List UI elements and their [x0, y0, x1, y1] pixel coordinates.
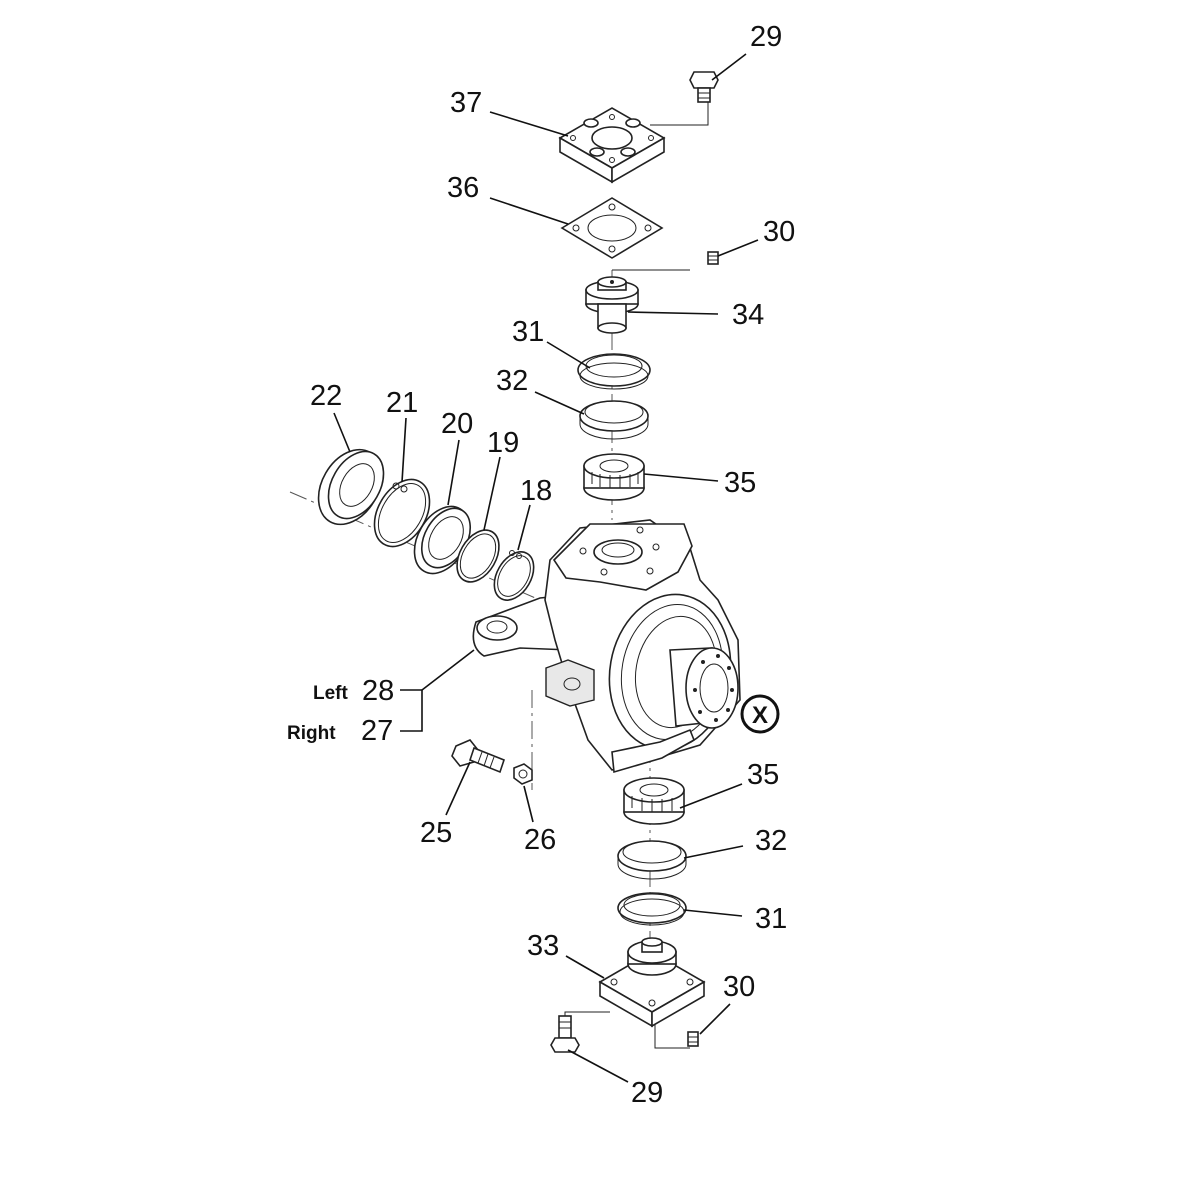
shim-36 — [560, 197, 664, 259]
callout-18: 18 — [520, 475, 552, 507]
callout-31-top: 31 — [512, 316, 544, 348]
bearing-cup-32-top — [579, 400, 649, 440]
callout-22: 22 — [310, 380, 342, 412]
snap-ring-21 — [373, 478, 431, 548]
callout-32-bottom: 32 — [755, 825, 787, 857]
callout-32-top: 32 — [496, 365, 528, 397]
ring-19 — [456, 529, 500, 583]
grease-fitting-30-bottom — [687, 1031, 699, 1047]
callout-20: 20 — [441, 408, 473, 440]
pivot-plate-33 — [598, 937, 706, 1028]
circled-x-marker: X — [740, 694, 780, 734]
callout-36: 36 — [447, 172, 479, 204]
callout-37: 37 — [450, 87, 482, 119]
marker-x-label: X — [752, 702, 768, 729]
callout-35-bottom: 35 — [747, 759, 779, 791]
bolt-25 — [451, 739, 505, 774]
callout-26: 26 — [524, 824, 556, 856]
callout-28: 28 — [362, 675, 394, 707]
seal-31-bottom — [617, 892, 687, 926]
callout-33: 33 — [527, 930, 559, 962]
bearing-cup-32-bottom — [617, 840, 687, 880]
king-pin-34 — [585, 276, 639, 334]
callout-19: 19 — [487, 427, 519, 459]
label-right: Right — [287, 723, 336, 744]
bolt-29-top — [689, 71, 719, 103]
callout-numbers: 29 37 36 30 34 31 32 35 22 21 20 19 18 L… — [287, 21, 795, 1109]
callout-21: 21 — [386, 387, 418, 419]
tapered-bearing-35-bottom — [623, 777, 685, 825]
snap-ring-18 — [493, 550, 535, 601]
tapered-bearing-35-top — [583, 453, 645, 501]
nut-26 — [513, 763, 533, 785]
callout-35-top: 35 — [724, 467, 756, 499]
callout-34: 34 — [732, 299, 764, 331]
cap-plate-37 — [558, 107, 666, 184]
callout-25: 25 — [420, 817, 452, 849]
label-left: Left — [313, 683, 349, 704]
grease-fitting-30-top — [707, 251, 719, 265]
callout-30-top: 30 — [763, 216, 795, 248]
bolt-29-bottom — [550, 1015, 580, 1053]
callout-29-bottom: 29 — [631, 1077, 663, 1109]
steering-knuckle-27-28 — [472, 519, 741, 774]
callout-31-bottom: 31 — [755, 903, 787, 935]
oil-seal-22 — [317, 448, 385, 526]
seal-31-top — [577, 353, 651, 390]
callout-27: 27 — [361, 715, 393, 747]
callout-29-top: 29 — [750, 21, 782, 53]
leader-lines — [333, 53, 759, 1083]
callout-30-bottom: 30 — [723, 971, 755, 1003]
